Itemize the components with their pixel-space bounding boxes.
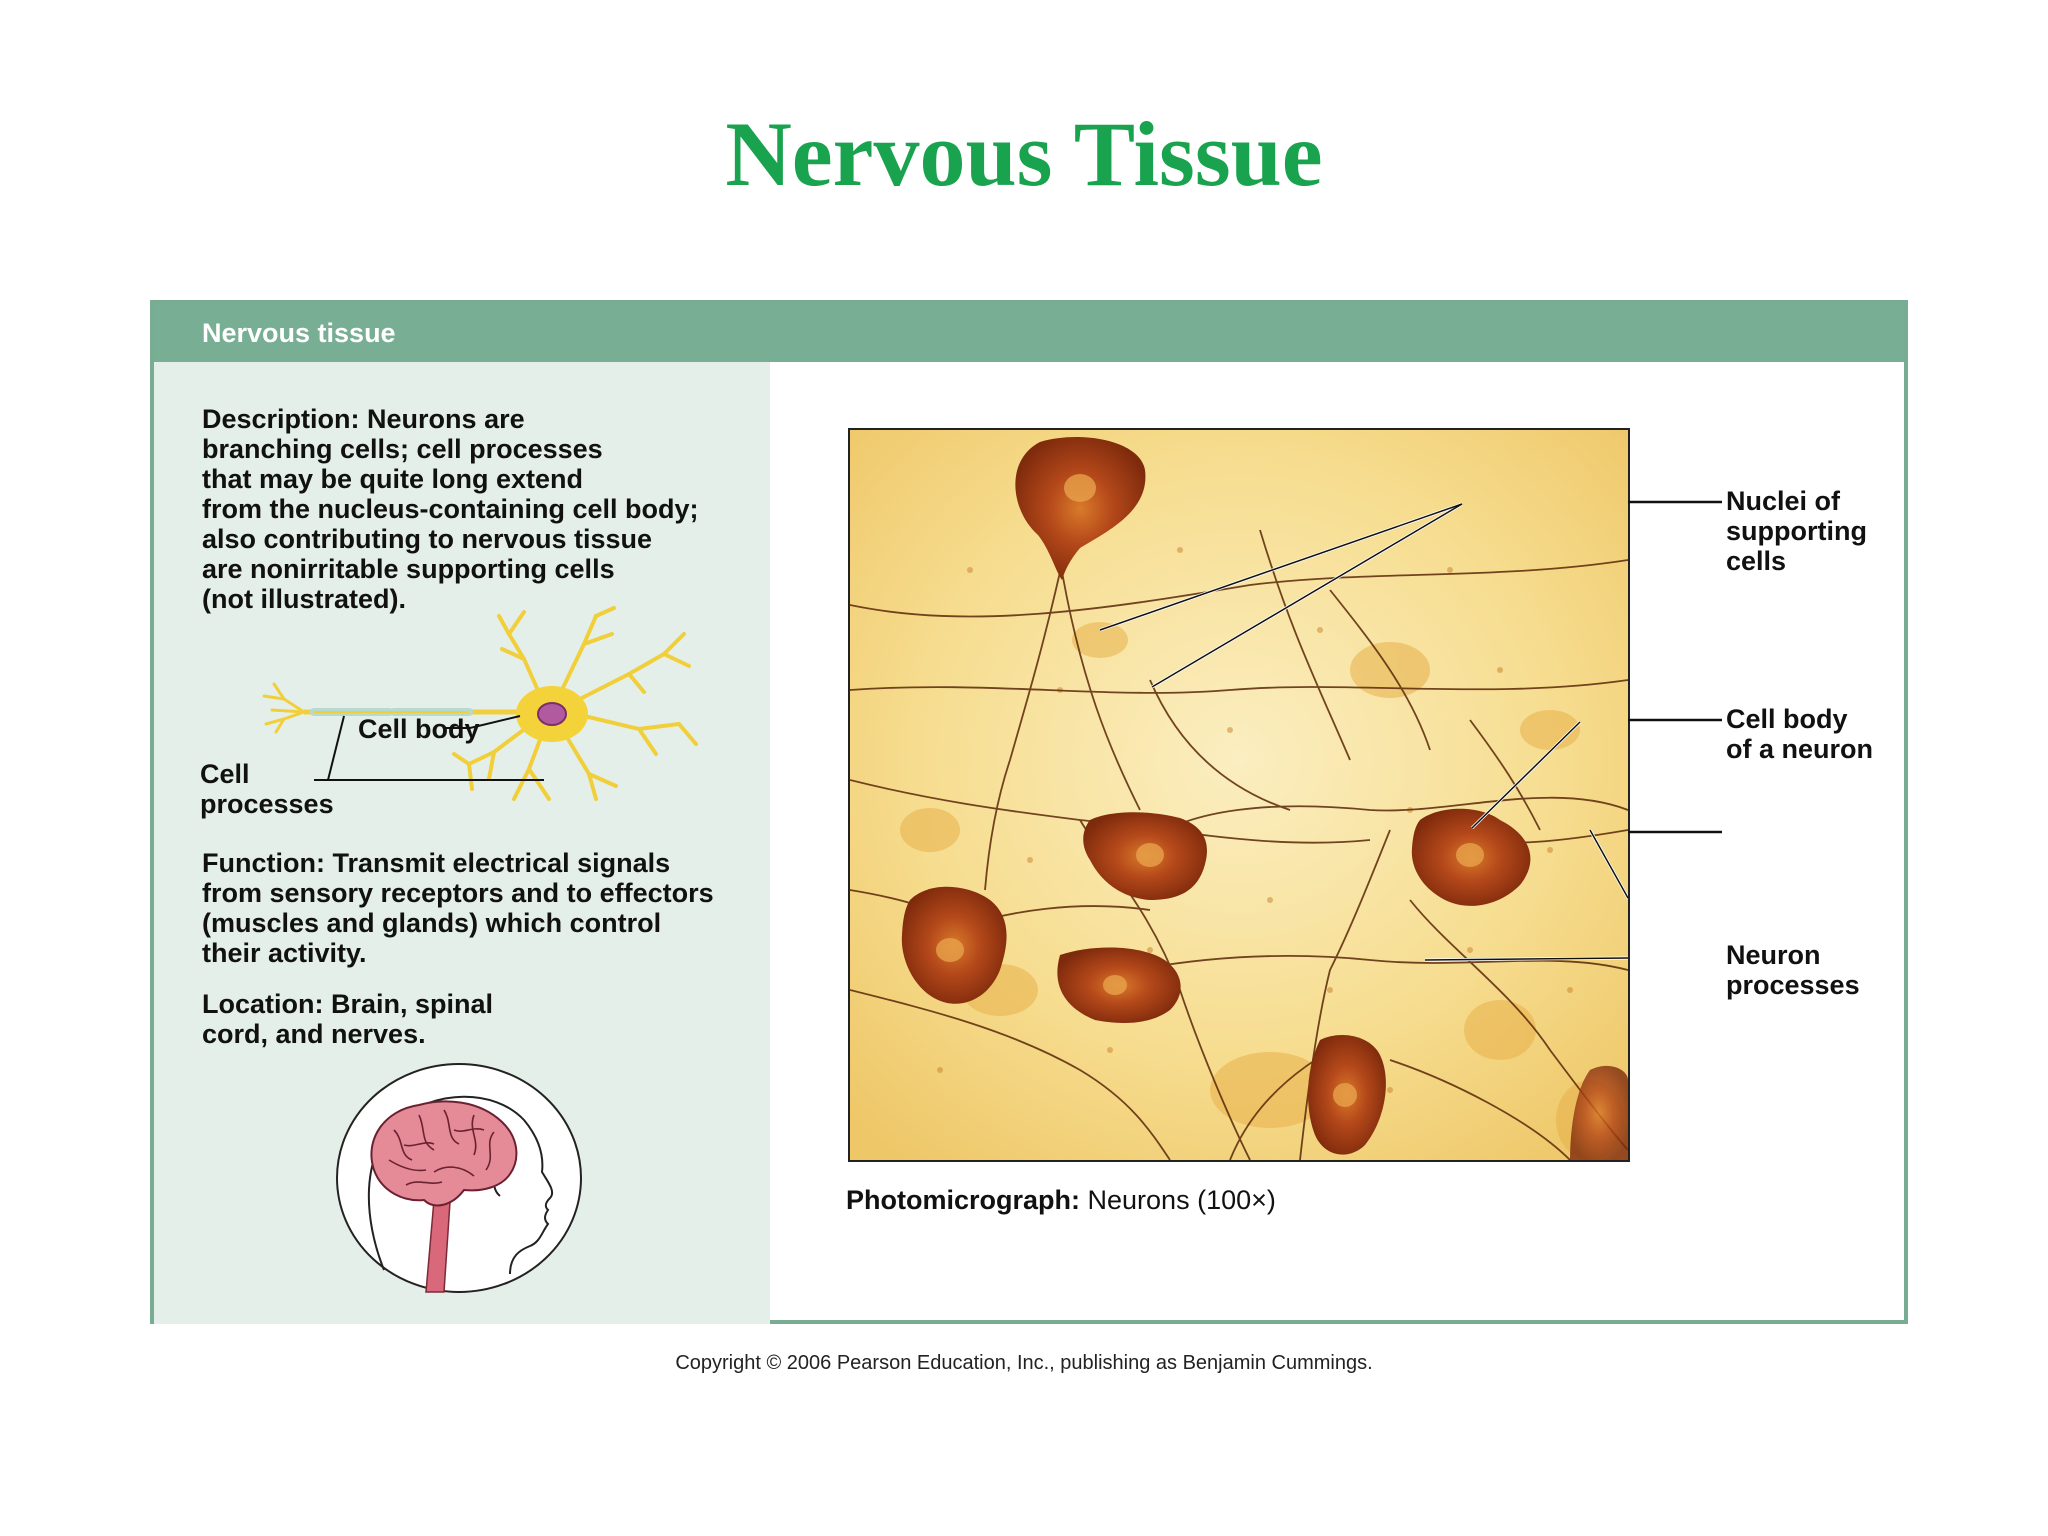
callout-nuclei-supporting-cells: Nuclei of supporting cells bbox=[1726, 486, 1867, 576]
neuron-micrograph-image bbox=[850, 430, 1628, 1160]
location-line: cord, and nerves. bbox=[202, 1019, 426, 1049]
photomicrograph bbox=[848, 428, 1630, 1162]
page-title: Nervous Tissue bbox=[725, 103, 1323, 205]
callout-line: of a neuron bbox=[1726, 734, 1873, 764]
description-line: also contributing to nervous tissue bbox=[202, 524, 653, 554]
description-line: branching cells; cell processes bbox=[202, 434, 603, 464]
location-lead: Location: bbox=[202, 989, 324, 1019]
callout-line: Nuclei of bbox=[1726, 486, 1841, 516]
neuron-dendrites bbox=[452, 606, 698, 801]
function-text: Function: Transmit electrical signals fr… bbox=[202, 848, 714, 968]
function-line: from sensory receptors and to effectors bbox=[202, 878, 714, 908]
function-line: Transmit electrical signals bbox=[332, 848, 671, 878]
function-line: (muscles and glands) which control bbox=[202, 908, 662, 938]
description-text: Description: Neurons are branching cells… bbox=[202, 404, 699, 614]
callout-line: supporting bbox=[1726, 516, 1867, 546]
panel-header: Nervous tissue bbox=[154, 304, 1904, 362]
description-lead: Description: bbox=[202, 404, 360, 434]
caption-text: Neurons (100×) bbox=[1087, 1185, 1276, 1215]
neuron-cell-bodies bbox=[901, 437, 1628, 1160]
tissue-panel: Nervous tissue Description: Neurons are … bbox=[150, 300, 1908, 1324]
callout-leader-lines bbox=[1628, 500, 1722, 834]
cell-processes-label-line: processes bbox=[200, 789, 334, 819]
description-line: are nonirritable supporting cells bbox=[202, 554, 615, 584]
callout-line: cells bbox=[1726, 546, 1787, 576]
cell-processes-label: Cell processes bbox=[200, 759, 334, 819]
callout-cell-body-neuron: Cell body of a neuron bbox=[1726, 704, 1873, 764]
callout-neuron-processes: Neuron processes bbox=[1726, 940, 1860, 1000]
neuron-illustration bbox=[262, 606, 698, 801]
neuron-axon-terminal bbox=[262, 682, 306, 734]
caption-lead: Photomicrograph: bbox=[846, 1185, 1080, 1215]
label-leader-lines bbox=[314, 715, 544, 781]
brain-icon bbox=[370, 1100, 518, 1207]
callout-line: Cell body bbox=[1726, 704, 1848, 734]
callout-line: Neuron bbox=[1726, 940, 1821, 970]
neuron-nucleus bbox=[537, 702, 567, 726]
location-text: Location: Brain, spinal cord, and nerves… bbox=[202, 989, 493, 1049]
function-line: their activity. bbox=[202, 938, 367, 968]
description-line: that may be quite long extend bbox=[202, 464, 584, 494]
brain-head-illustration bbox=[336, 1063, 582, 1293]
panel-header-label: Nervous tissue bbox=[202, 318, 396, 348]
copyright-notice: Copyright © 2006 Pearson Education, Inc.… bbox=[675, 1352, 1373, 1374]
photomicrograph-caption: Photomicrograph: Neurons (100×) bbox=[846, 1184, 1276, 1216]
description-line: Neurons are bbox=[367, 404, 525, 434]
function-lead: Function: bbox=[202, 848, 325, 878]
callout-line: processes bbox=[1726, 970, 1860, 1000]
description-line: (not illustrated). bbox=[202, 584, 406, 614]
cell-processes-label-line: Cell bbox=[200, 759, 250, 789]
cell-body-label: Cell body bbox=[358, 714, 480, 744]
description-line: from the nucleus-containing cell body; bbox=[202, 494, 699, 524]
location-line: Brain, spinal bbox=[331, 989, 494, 1019]
